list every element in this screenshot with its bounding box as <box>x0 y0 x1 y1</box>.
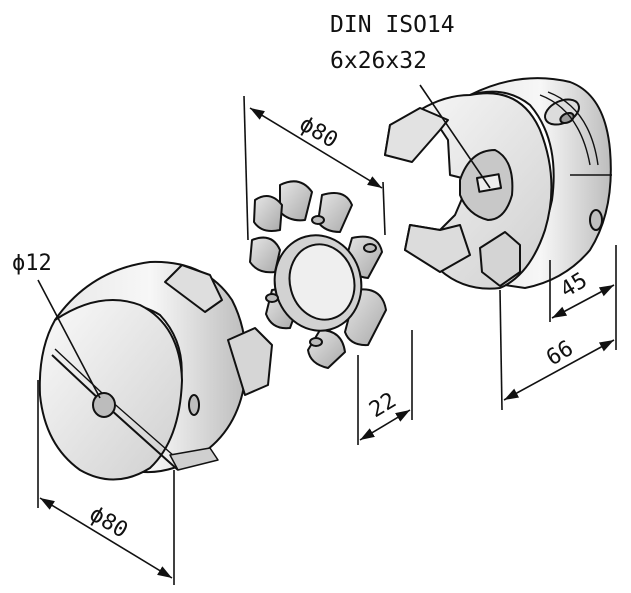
hub-diameter-label: ϕ80 <box>85 502 132 544</box>
dimension-lines <box>37 84 617 585</box>
left-hub-face <box>38 299 183 481</box>
keyway-leader <box>419 84 491 189</box>
left-hub <box>38 260 273 481</box>
right-hub-jaw-bottom <box>404 224 471 273</box>
keyway-spec-label: 6x26x32 <box>330 48 427 74</box>
spider-width-dim-line <box>359 409 411 441</box>
spider-insert <box>249 180 387 369</box>
spider-diameter-label: ϕ80 <box>295 112 342 154</box>
standard-label: DIN ISO14 <box>330 12 455 38</box>
right-hub-keyway <box>475 173 503 193</box>
hub-length-total-label: 66 <box>542 336 578 371</box>
bore-diameter-leader <box>37 279 101 399</box>
left-hub-side-hole <box>188 394 200 416</box>
right-hub-side-hole <box>589 209 603 231</box>
spider-lobe-8 <box>253 195 283 232</box>
spider-diameter-dim-line <box>249 107 383 189</box>
hub-length-total-dim-line <box>503 339 615 401</box>
right-hub-body <box>469 77 612 289</box>
left-hub-jaw-right <box>227 327 273 396</box>
hub-length-inner-dim-line <box>551 284 615 319</box>
spider-lobe-1 <box>279 180 313 222</box>
left-hub-bore <box>92 392 116 418</box>
right-hub <box>384 77 612 290</box>
right-hub-jaw-right <box>479 231 521 287</box>
right-hub-jaw-top <box>384 107 449 163</box>
hub-diameter-dim-line <box>39 497 173 579</box>
spider-lobe-5 <box>307 329 346 369</box>
spider-hub-ring-inner <box>288 243 356 321</box>
spider-lobe-2 <box>317 192 353 233</box>
left-hub-jaw-top <box>164 264 223 313</box>
bore-diameter-label: ϕ12 <box>12 251 52 276</box>
